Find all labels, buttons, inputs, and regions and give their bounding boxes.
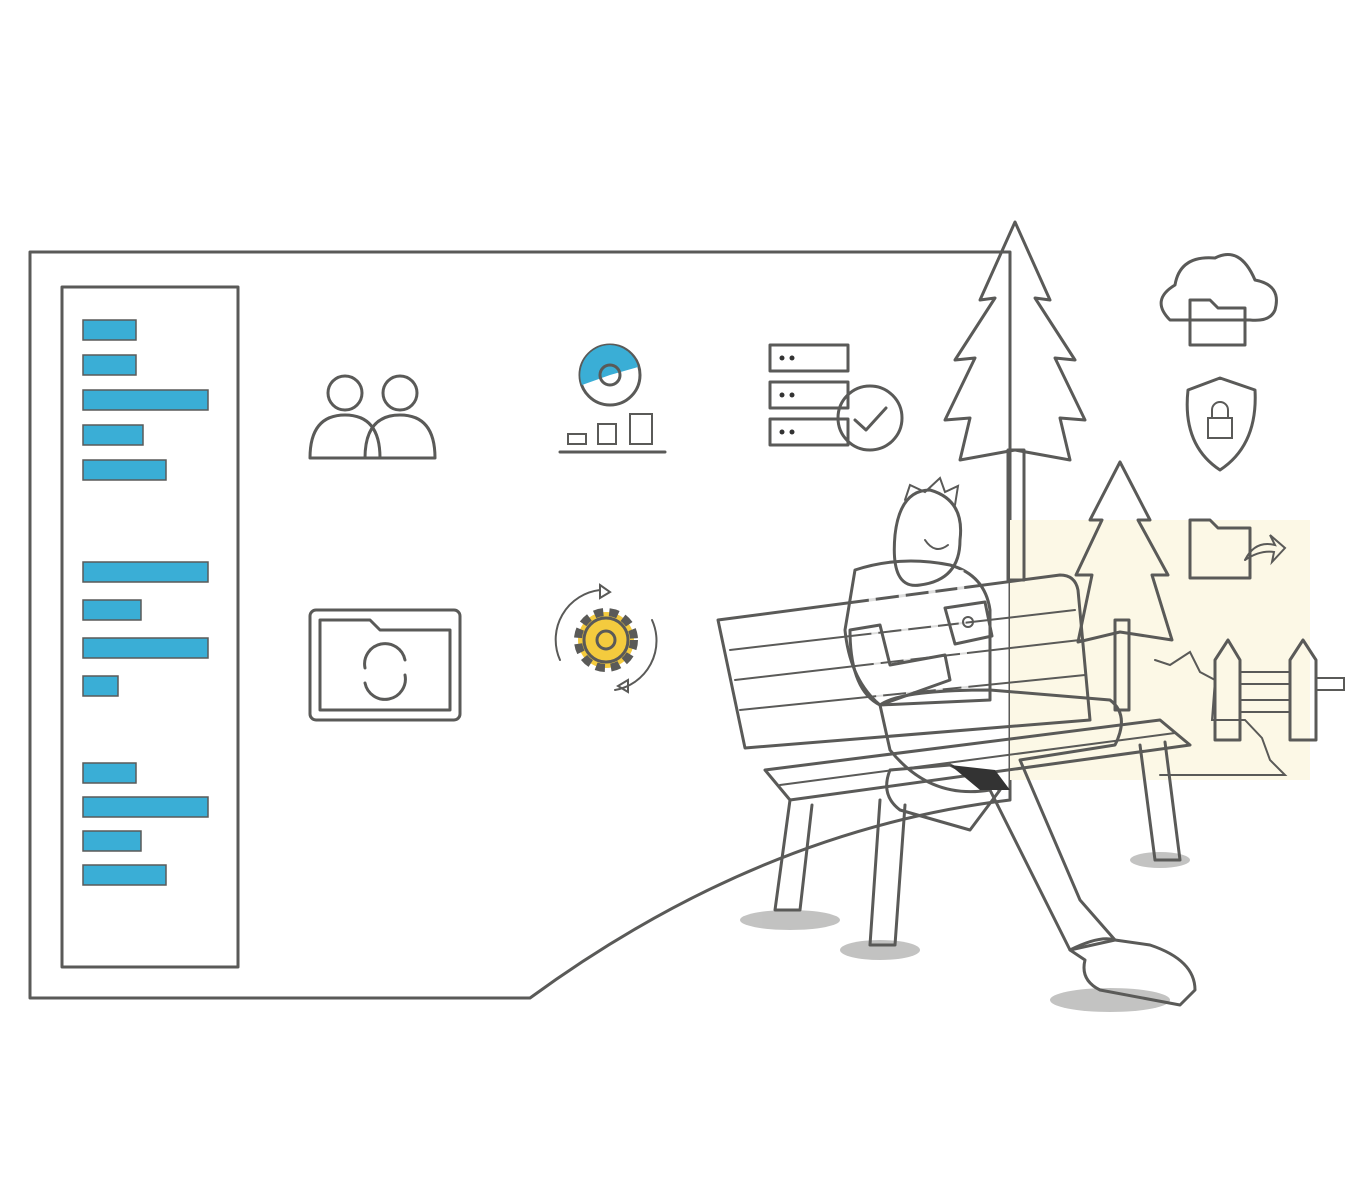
sidebar-item-bar xyxy=(82,319,137,341)
folder-share-icon xyxy=(1188,518,1287,580)
users-icon xyxy=(308,374,437,460)
sidebar-item-bar xyxy=(82,830,142,852)
sidebar-item-bar xyxy=(82,354,137,376)
sidebar-item-bar xyxy=(82,561,209,583)
app-window-panel xyxy=(28,250,1012,1000)
folder-sync-icon xyxy=(308,608,462,722)
sidebar-item-bar xyxy=(82,675,119,697)
sidebar-item-bar xyxy=(82,459,167,481)
sidebar xyxy=(60,285,240,969)
sidebar-item-bar xyxy=(82,796,209,818)
pine-tree-small xyxy=(1074,460,1174,712)
sidebar-item-bar xyxy=(82,637,209,659)
analytics-chart-icon xyxy=(558,343,667,454)
sidebar-item-bar xyxy=(82,762,137,784)
shield-lock-icon xyxy=(1185,376,1257,472)
fence xyxy=(1213,638,1345,742)
sidebar-item-bar xyxy=(82,389,209,411)
cloud-folder-icon xyxy=(1159,253,1278,347)
person-with-phone xyxy=(843,476,1197,1007)
gear-sync-icon xyxy=(554,583,658,694)
sidebar-item-bar xyxy=(82,599,142,621)
server-check-icon xyxy=(768,343,904,452)
sidebar-item-bar xyxy=(82,424,144,446)
sidebar-items xyxy=(82,319,209,886)
ground-shadow xyxy=(740,852,1190,1012)
sidebar-item-bar xyxy=(82,864,167,886)
bush xyxy=(1154,650,1288,776)
